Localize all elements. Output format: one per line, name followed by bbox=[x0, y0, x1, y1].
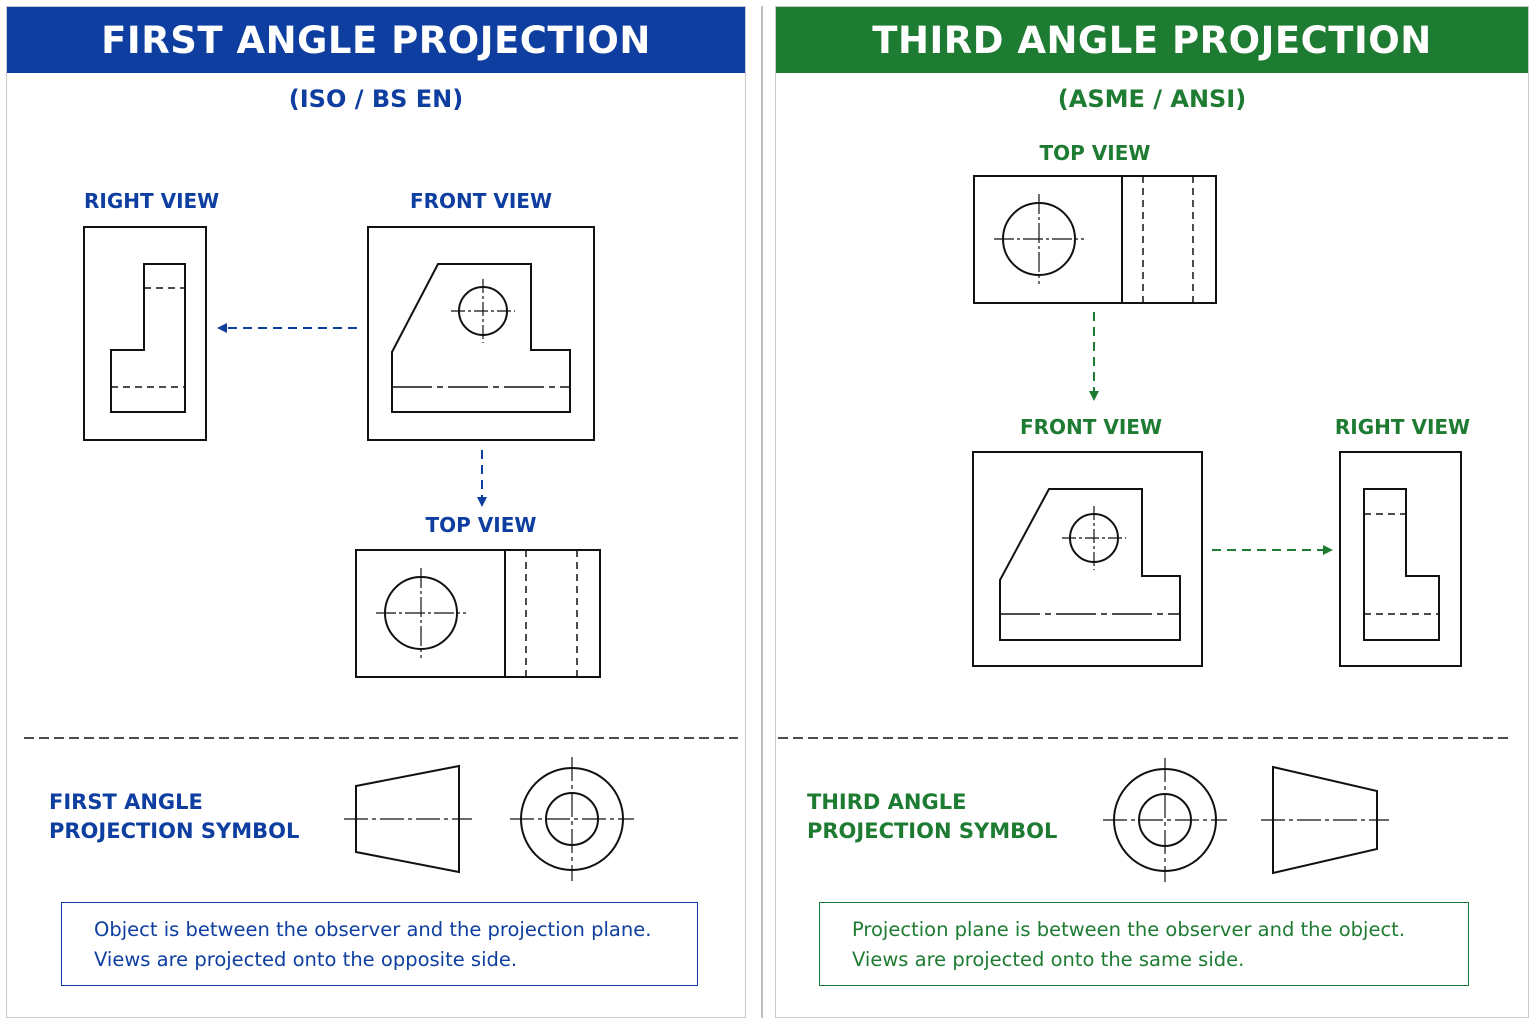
third-angle-panel: THIRD ANGLE PROJECTION (ASME / ANSI) bbox=[775, 6, 1529, 1018]
first-top-view-label: TOP VIEW bbox=[425, 513, 537, 537]
third-front-view bbox=[972, 451, 1203, 667]
third-note-line1: Projection plane is between the observer… bbox=[852, 918, 1406, 941]
first-symbol-label: FIRST ANGLE PROJECTION SYMBOL bbox=[49, 788, 299, 846]
first-angle-panel: FIRST ANGLE PROJECTION (ISO / BS EN) bbox=[6, 6, 746, 1018]
third-angle-title: THIRD ANGLE PROJECTION bbox=[776, 7, 1528, 73]
third-angle-symbol bbox=[1103, 758, 1389, 882]
third-right-view bbox=[1339, 451, 1462, 667]
first-angle-title: FIRST ANGLE PROJECTION bbox=[7, 7, 745, 73]
first-symbol-label-line1: FIRST ANGLE bbox=[49, 790, 203, 814]
first-front-view-label: FRONT VIEW bbox=[409, 189, 553, 213]
third-top-view bbox=[973, 175, 1217, 304]
first-front-view bbox=[367, 226, 595, 441]
third-right-view-label: RIGHT VIEW bbox=[1334, 415, 1471, 439]
first-angle-note: Object is between the observer and the p… bbox=[61, 902, 698, 986]
first-angle-standard: (ISO / BS EN) bbox=[288, 85, 464, 113]
first-symbol-label-line2: PROJECTION SYMBOL bbox=[49, 819, 300, 843]
third-symbol-label: THIRD ANGLE PROJECTION SYMBOL bbox=[807, 788, 1057, 846]
third-note-line2: Views are projected onto the same side. bbox=[852, 948, 1245, 971]
third-angle-note: Projection plane is between the observer… bbox=[819, 902, 1469, 986]
first-top-view bbox=[355, 549, 601, 678]
third-symbol-label-line2: PROJECTION SYMBOL bbox=[807, 819, 1058, 843]
first-right-view-label: RIGHT VIEW bbox=[84, 189, 220, 213]
third-front-view-label: FRONT VIEW bbox=[1019, 415, 1163, 439]
first-note-line2: Views are projected onto the opposite si… bbox=[94, 948, 518, 971]
third-top-view-label: TOP VIEW bbox=[1039, 141, 1151, 165]
panel-divider bbox=[761, 6, 763, 1018]
first-angle-symbol bbox=[344, 757, 634, 881]
third-symbol-label-line1: THIRD ANGLE bbox=[807, 790, 967, 814]
first-note-line1: Object is between the observer and the p… bbox=[94, 918, 652, 941]
third-angle-standard: (ASME / ANSI) bbox=[1057, 85, 1247, 113]
first-right-view bbox=[83, 226, 207, 441]
